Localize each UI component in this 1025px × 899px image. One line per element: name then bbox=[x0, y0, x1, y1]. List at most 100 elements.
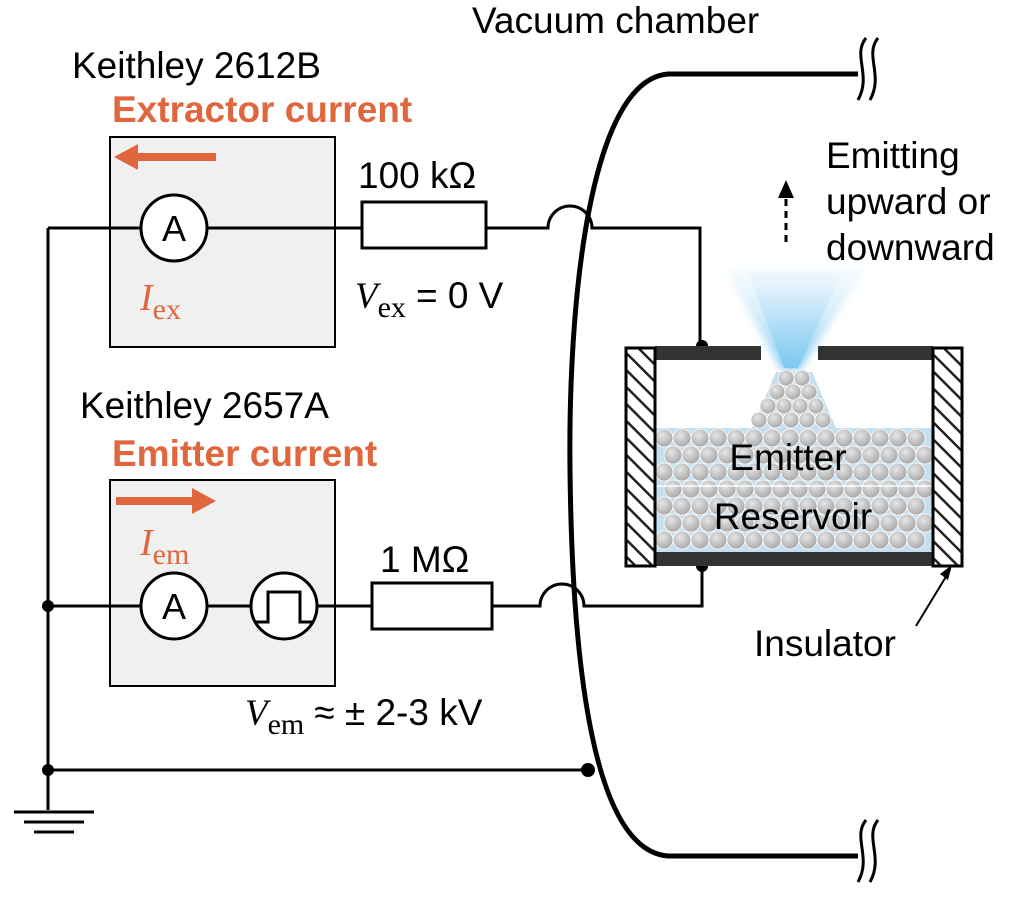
particle bbox=[768, 383, 786, 401]
extractor-instrument-label: Keithley 2612B bbox=[72, 45, 321, 86]
emitter-wire-right bbox=[492, 566, 704, 608]
particle bbox=[791, 397, 809, 415]
particle bbox=[690, 428, 710, 448]
insulator-label: Insulator bbox=[754, 623, 896, 664]
particle bbox=[897, 513, 917, 533]
particle bbox=[663, 445, 683, 465]
particle bbox=[663, 479, 683, 499]
particle bbox=[897, 445, 917, 465]
particle bbox=[775, 397, 793, 415]
particle bbox=[672, 428, 692, 448]
particle bbox=[870, 530, 890, 550]
extractor-ammeter-icon: A bbox=[139, 193, 209, 263]
particle bbox=[663, 513, 683, 533]
svg-text:A: A bbox=[162, 208, 186, 249]
particle bbox=[888, 462, 908, 482]
emitter-instrument-box bbox=[109, 479, 336, 687]
particle bbox=[915, 513, 935, 533]
particle bbox=[879, 513, 899, 533]
particle bbox=[690, 530, 710, 550]
particle bbox=[672, 462, 692, 482]
particle bbox=[852, 428, 872, 448]
emitter-ground-junction bbox=[42, 600, 54, 612]
particle bbox=[807, 397, 825, 415]
extractor-resistor bbox=[360, 200, 488, 250]
emitter-plate bbox=[655, 552, 933, 566]
emission-note-line2: upward or bbox=[826, 181, 991, 222]
particle bbox=[888, 428, 908, 448]
particle bbox=[690, 496, 710, 516]
particle bbox=[800, 383, 818, 401]
particle bbox=[906, 496, 926, 516]
arrow-right-icon bbox=[116, 488, 216, 514]
particle bbox=[784, 383, 802, 401]
particle bbox=[888, 530, 908, 550]
svg-text:A: A bbox=[162, 586, 186, 627]
extractor-current-label: Extractor current bbox=[112, 89, 412, 130]
extractor-voltage-label: Vex= 0 V bbox=[355, 275, 504, 324]
particle bbox=[681, 445, 701, 465]
particle bbox=[654, 496, 674, 516]
particle bbox=[766, 411, 784, 429]
particle bbox=[798, 411, 816, 429]
particle bbox=[906, 462, 926, 482]
extractor-plate-left bbox=[655, 346, 761, 360]
particle bbox=[888, 496, 908, 516]
wall-break-top-icon bbox=[856, 37, 880, 101]
particle bbox=[906, 428, 926, 448]
particle bbox=[681, 513, 701, 533]
particle bbox=[861, 445, 881, 465]
pulse-source-icon bbox=[249, 571, 319, 641]
particle bbox=[870, 496, 890, 516]
particle bbox=[843, 445, 863, 465]
wall-break-bottom-icon bbox=[856, 819, 880, 883]
particle bbox=[750, 411, 768, 429]
emission-note-line1: Emitting bbox=[826, 135, 960, 176]
particle bbox=[852, 462, 872, 482]
particle bbox=[690, 462, 710, 482]
particle bbox=[654, 428, 674, 448]
particle bbox=[672, 530, 692, 550]
particle bbox=[681, 479, 701, 499]
reservoir-label-line2: Reservoir bbox=[714, 496, 872, 537]
particle bbox=[699, 445, 719, 465]
extractor-current-symbol: Iex bbox=[139, 277, 181, 326]
vacuum-chamber-label: Vacuum chamber bbox=[472, 0, 759, 41]
particle bbox=[654, 530, 674, 550]
particle bbox=[708, 428, 728, 448]
particle bbox=[793, 369, 811, 387]
reservoir-particles bbox=[654, 369, 935, 550]
chamber-ground-junction bbox=[581, 763, 595, 777]
insulator-right bbox=[931, 346, 964, 568]
particle bbox=[915, 445, 935, 465]
particle bbox=[654, 462, 674, 482]
particle bbox=[870, 462, 890, 482]
emitter-resistor bbox=[370, 581, 494, 631]
particle bbox=[672, 496, 692, 516]
particle bbox=[897, 479, 917, 499]
particle bbox=[879, 479, 899, 499]
emitter-instrument-label: Keithley 2657A bbox=[80, 385, 329, 426]
particle bbox=[870, 428, 890, 448]
particle bbox=[759, 397, 777, 415]
arrow-left-icon bbox=[114, 144, 216, 170]
particle bbox=[777, 369, 795, 387]
emitter-ammeter-icon: A bbox=[139, 571, 209, 641]
emission-note-line3: downward bbox=[826, 227, 995, 268]
emitter-current-label: Emitter current bbox=[112, 433, 377, 474]
emission-plume bbox=[724, 268, 866, 370]
extractor-resistor-label: 100 kΩ bbox=[358, 155, 476, 196]
insulator-pointer-icon bbox=[915, 565, 952, 627]
particle bbox=[906, 530, 926, 550]
extractor-plate-right bbox=[818, 346, 933, 360]
particle bbox=[708, 462, 728, 482]
dashed-arrow-up-icon bbox=[778, 180, 794, 242]
particle bbox=[879, 445, 899, 465]
emitter-current-symbol: Iem bbox=[139, 522, 189, 571]
particle bbox=[915, 479, 935, 499]
vacuum-chamber-wall bbox=[567, 71, 858, 859]
insulator-left bbox=[624, 346, 657, 568]
reservoir-label-line1: Emitter bbox=[729, 437, 846, 478]
emitter-voltage-label: Vem≈ ± 2-3 kV bbox=[245, 692, 483, 741]
